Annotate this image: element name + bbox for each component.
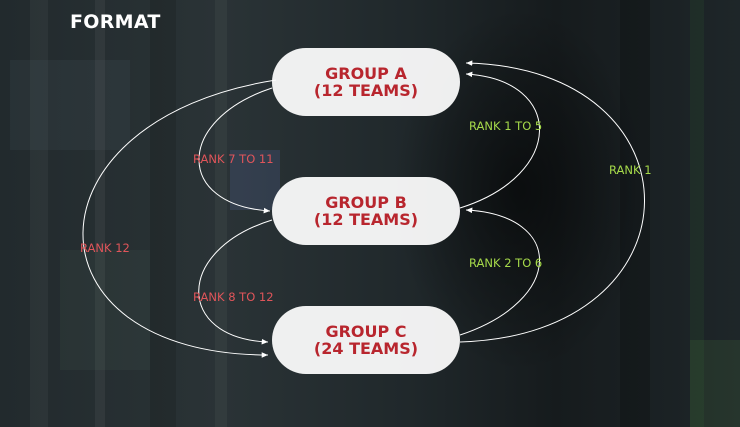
label-a-to-b: RANK 7 TO 11 [193,152,274,166]
group-c-name: GROUP C [325,322,407,341]
group-b-box: GROUP B (12 TEAMS) [272,177,460,245]
arrow-c-to-b [459,207,540,336]
arrow-b-to-a [459,71,540,209]
label-c-to-a: RANK 1 [609,163,652,177]
label-c-to-b: RANK 2 TO 6 [469,256,543,270]
label-a-to-c: RANK 12 [80,241,130,255]
arrow-a-to-c [82,79,277,358]
page-title: FORMAT [70,11,161,33]
label-b-to-a: RANK 1 TO 5 [469,119,543,133]
group-c-teams: (24 TEAMS) [313,339,419,358]
group-b-name: GROUP B [325,193,407,212]
group-a-name: GROUP A [325,64,407,83]
label-b-to-c: RANK 8 TO 12 [193,290,274,304]
group-b-teams: (12 TEAMS) [313,210,419,229]
group-c-box: GROUP C (24 TEAMS) [272,306,460,374]
arrow-b-to-c [198,219,273,345]
group-a-box: GROUP A (12 TEAMS) [272,48,460,116]
arrow-c-to-a [459,60,645,343]
group-a-teams: (12 TEAMS) [313,81,419,100]
arrow-a-to-b [198,87,273,214]
